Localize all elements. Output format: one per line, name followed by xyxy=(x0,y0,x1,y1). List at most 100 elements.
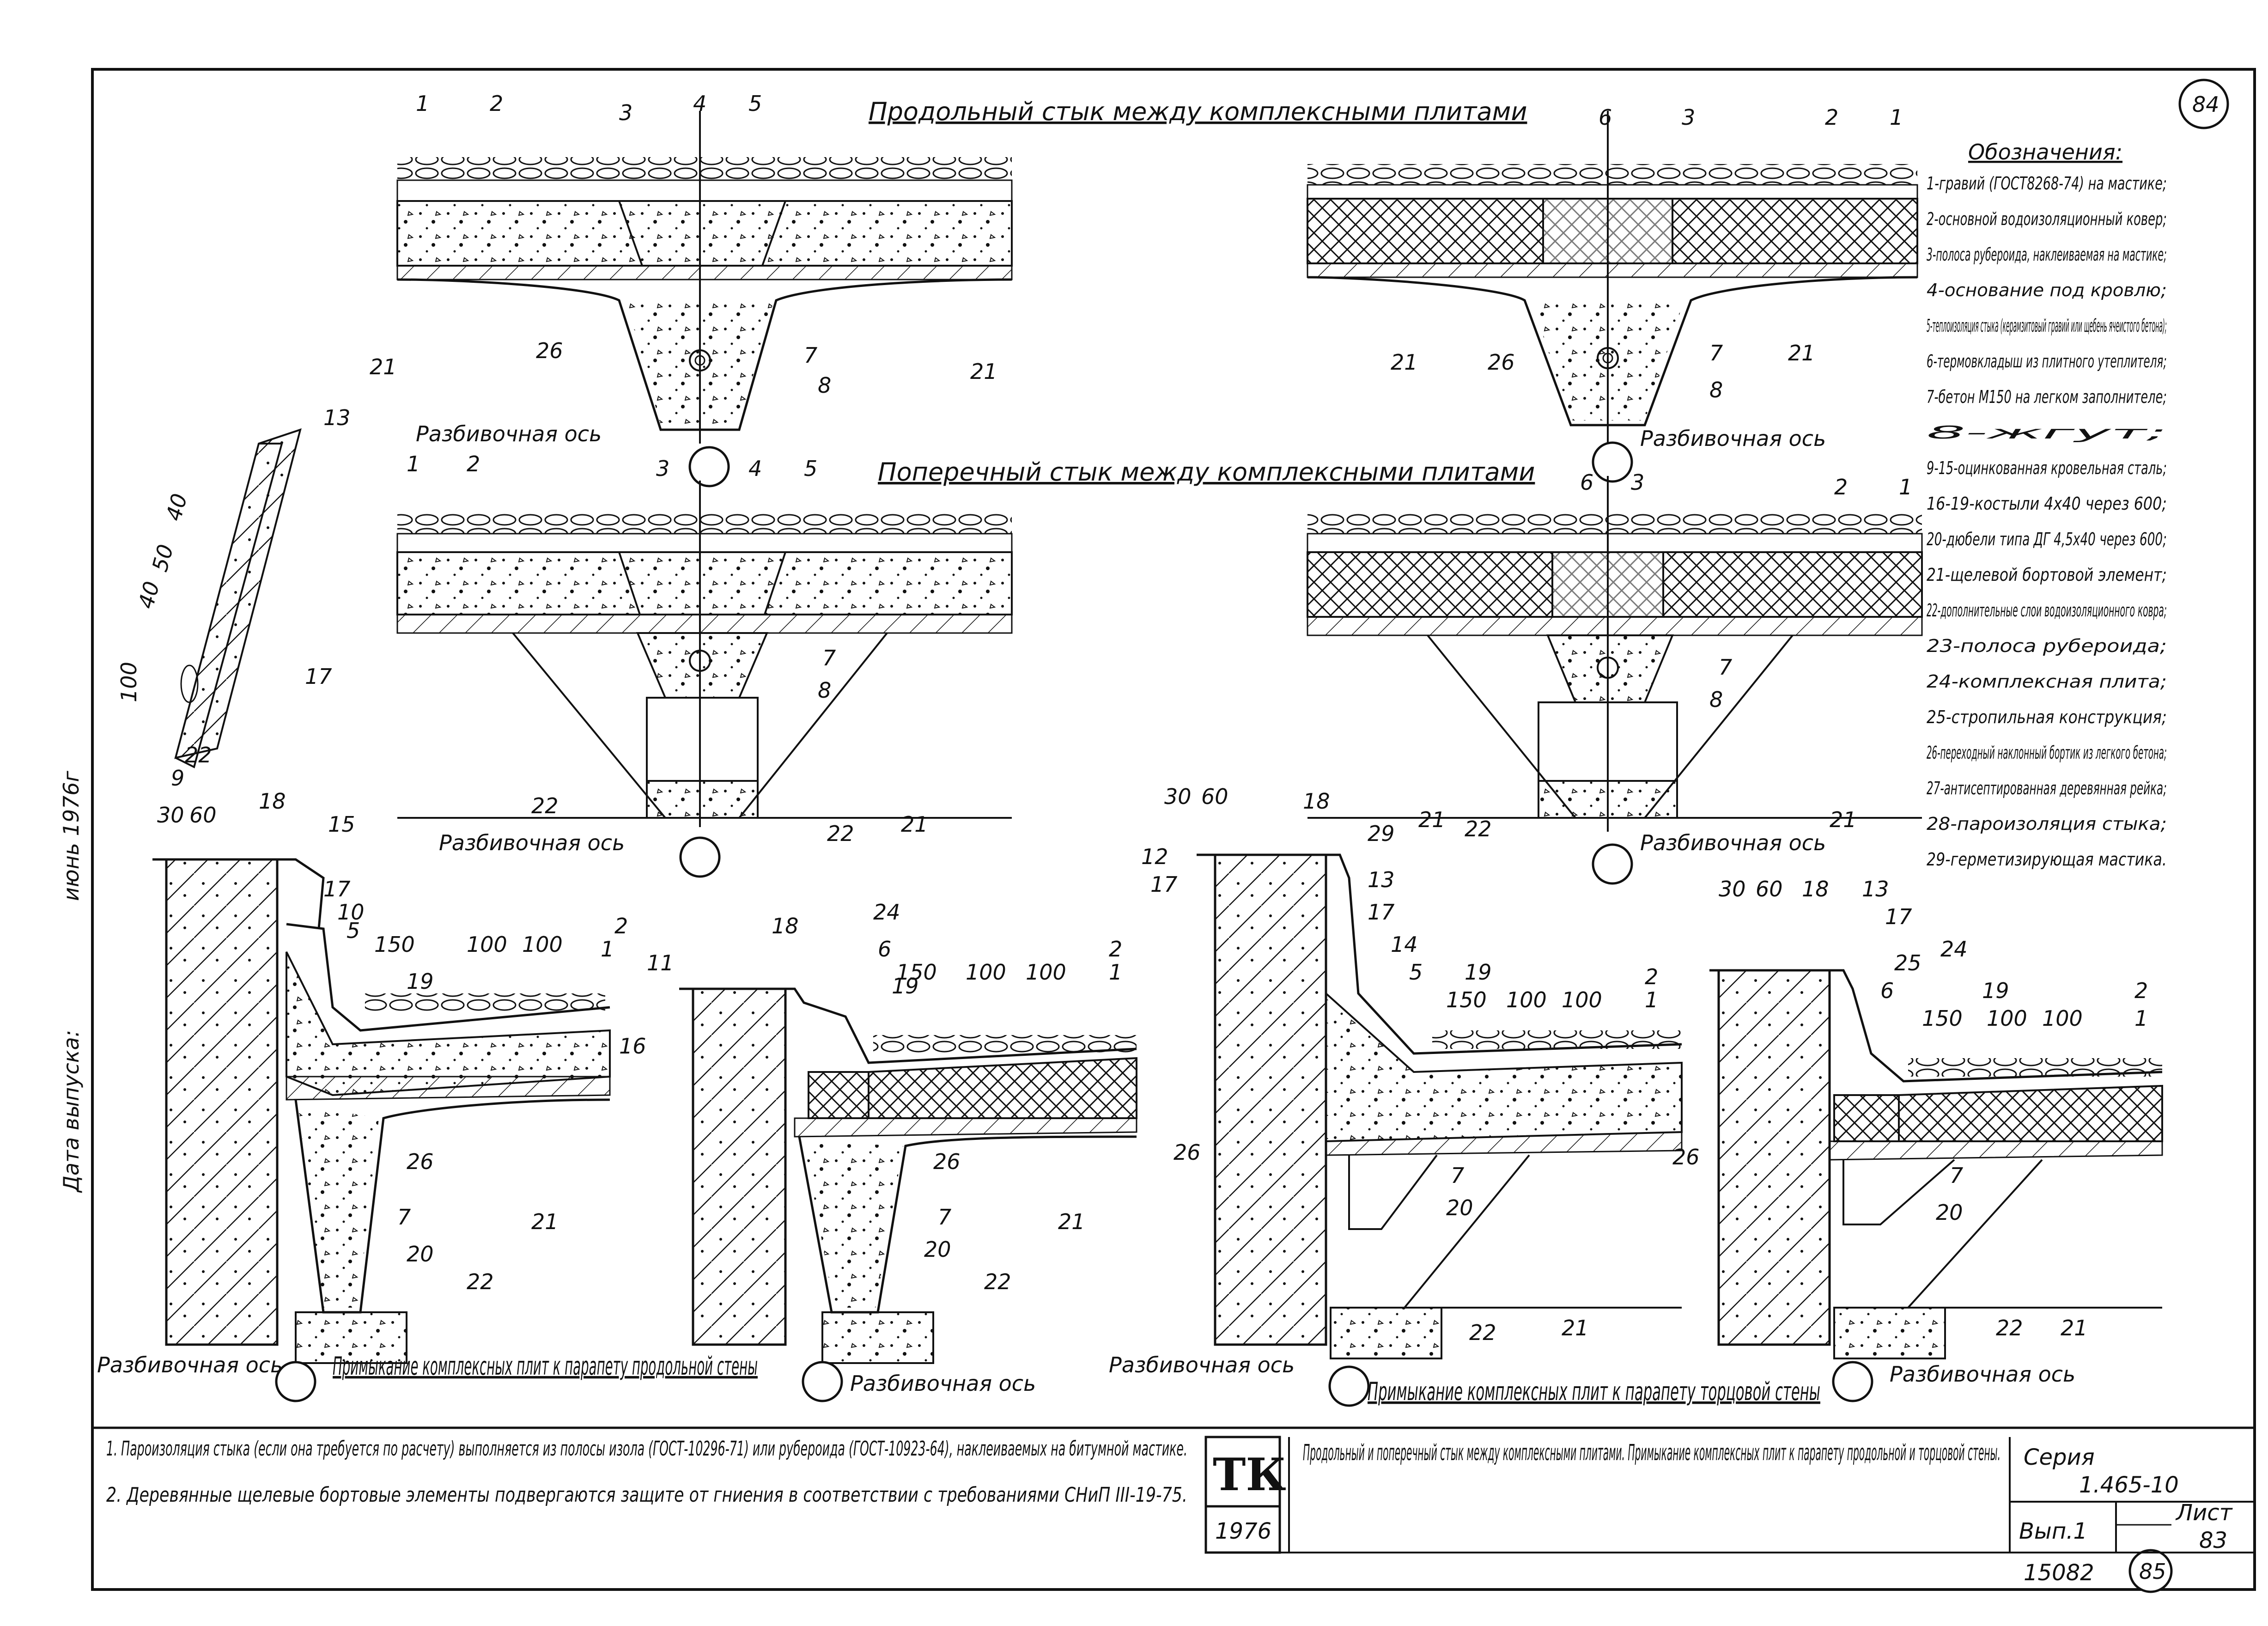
callout-25f: 22 xyxy=(984,1269,1011,1294)
parapet-detail-b xyxy=(679,987,1137,1402)
callout-7h: 7 xyxy=(1950,1163,1963,1188)
dim-100g: 100 xyxy=(1987,1006,2027,1031)
slotted-element-detail xyxy=(174,428,302,768)
legend-item: 6-термовкладыш из плитного утеплителя; xyxy=(1927,351,2167,371)
longitudinal-joint-right xyxy=(1307,111,1918,483)
legend-item: 25-стропильная конструкция; xyxy=(1927,707,2167,727)
callout-28a: 26 xyxy=(536,338,563,363)
callout-7d: 7 xyxy=(1719,655,1732,680)
dim-100h: 100 xyxy=(2042,1006,2083,1031)
callout-23a: 20 xyxy=(407,1242,434,1267)
legend-item: 2-основной водоизоляционный ковер; xyxy=(1927,209,2167,229)
title-block-logo: ТК xyxy=(1213,1449,1286,1501)
callout-6f: 6 xyxy=(1880,978,1894,1003)
dim-150c: 150 xyxy=(1446,987,1487,1012)
callout-2h: 2 xyxy=(2134,978,2148,1003)
dim-100f: 100 xyxy=(1562,987,1602,1012)
legend-item: 9-15-оцинкованная кровельная сталь; xyxy=(1927,458,2167,478)
callout-2a: 2 xyxy=(490,91,503,116)
axis-label-1: Разбивочная ось xyxy=(416,421,602,446)
callout-28e: 26 xyxy=(1174,1140,1201,1165)
callout-24k: 21 xyxy=(2061,1315,2088,1340)
callout-25e: 22 xyxy=(467,1269,494,1294)
callout-17a: 16 xyxy=(619,1034,646,1059)
callout-18a: 17 xyxy=(1150,872,1178,897)
series-value: 1.465-10 xyxy=(2079,1472,2179,1498)
callout-23b: 20 xyxy=(924,1237,951,1262)
callout-25a: 22 xyxy=(531,793,559,818)
callout-5e: 5 xyxy=(347,918,360,943)
callout-2g: 2 xyxy=(1645,964,1658,989)
dim-150a: 150 xyxy=(374,932,415,957)
callout-8d: 8 xyxy=(1709,687,1723,712)
callout-1h: 1 xyxy=(2134,1006,2148,1031)
longitudinal-joint-left xyxy=(396,111,1013,487)
callout-20a: 18 xyxy=(259,789,286,814)
page-number-top-circle xyxy=(2178,79,2229,129)
legend-item: 26-переходный наклонный бортик из легког… xyxy=(1927,743,2167,763)
parapet-detail-d xyxy=(1709,969,2163,1402)
page-number-bottom: 85 xyxy=(2139,1559,2166,1584)
callout-19a: 17 xyxy=(1885,904,1912,929)
callout-3c: 3 xyxy=(656,456,669,481)
axis-label-5: Разбивочная ось xyxy=(97,1352,283,1377)
callout-15a: 13 xyxy=(1862,877,1889,901)
callout-24g: 21 xyxy=(1830,807,1857,832)
axis-label-2: Разбивочная ось xyxy=(1640,426,1826,451)
callout-1a: 1 xyxy=(416,91,429,116)
notes: 1. Пароизоляция стыка (если она требуетс… xyxy=(106,1437,1187,1507)
parapet-detail-c xyxy=(1197,853,1683,1407)
callout-22a: 19 xyxy=(407,969,434,994)
callout-22b: 19 xyxy=(892,974,919,999)
callout-24b: 21 xyxy=(970,359,997,384)
callout-24h: 21 xyxy=(531,1209,559,1234)
callout-24j: 21 xyxy=(1562,1315,1589,1340)
callout-13a: 13 xyxy=(1368,867,1395,892)
callout-1e: 1 xyxy=(601,937,614,962)
callout-25b: 22 xyxy=(827,821,854,846)
callout-4a: 4 xyxy=(693,91,706,116)
callout-7c: 7 xyxy=(822,646,836,670)
callout-21b: 17 xyxy=(323,877,351,901)
callout-5c: 5 xyxy=(804,456,817,481)
callout-25g: 22 xyxy=(1469,1320,1496,1345)
title-parapet-end: Примыкание комплексных плит к парапету т… xyxy=(1368,1377,1820,1406)
dim-60a: 60 xyxy=(189,803,217,828)
callout-26b: 24 xyxy=(1940,937,1968,962)
legend-item: 16-19-костыли 4х40 через 600; xyxy=(1927,493,2167,514)
callout-12a: 13 xyxy=(323,405,351,430)
dim-30a: 30 xyxy=(157,803,184,828)
legend-item: 20-дюбели типа ДГ 4,5х40 через 600; xyxy=(1927,529,2167,549)
callout-20b: 18 xyxy=(772,913,799,938)
callout-10a: 10 xyxy=(337,900,365,925)
callout-21a: 17 xyxy=(305,664,332,689)
dim-40b: 40 xyxy=(133,579,164,611)
page-number-bottom-circle xyxy=(2128,1549,2173,1593)
callout-8c: 8 xyxy=(818,678,831,703)
side-stamp-date-value: июнь 1976г xyxy=(59,771,84,901)
axis-label-7: Разбивочная ось xyxy=(1109,1352,1295,1377)
callout-1f: 1 xyxy=(1109,960,1122,985)
callout-22c: 19 xyxy=(1465,960,1492,985)
callout-2e: 2 xyxy=(614,913,628,938)
callout-2b: 2 xyxy=(1825,105,1838,130)
dim-100b: 100 xyxy=(522,932,563,957)
legend-item: 4-основание под кровлю; xyxy=(1927,280,2167,300)
dimension-labels: 30 60 150 100 100 150 100 100 30 60 150 … xyxy=(116,491,2083,1031)
callout-8a: 8 xyxy=(818,373,831,398)
issue-label: Вып.1 xyxy=(2019,1518,2087,1544)
callout-27a: 25 xyxy=(1894,950,1921,975)
callout-8b: 8 xyxy=(1709,378,1723,402)
callout-29a: 29 xyxy=(1368,821,1395,846)
callout-9a: 9 xyxy=(171,766,184,791)
legend-item: 24-комплексная плита; xyxy=(1927,671,2167,692)
title-transverse: Поперечный стык между комплексными плита… xyxy=(878,457,1535,487)
legend-item: 7-бетон М150 на легком заполнителе; xyxy=(1927,387,2167,407)
series-label: Серия xyxy=(2024,1444,2095,1470)
callout-1c: 1 xyxy=(407,451,420,476)
callout-4c: 4 xyxy=(748,456,762,481)
callout-28f: 26 xyxy=(1672,1145,1700,1169)
dim-100i: 100 xyxy=(116,662,141,702)
note-2: 2. Деревянные щелевые бортовые элементы … xyxy=(106,1483,1187,1507)
callout-25h: 22 xyxy=(1996,1315,2023,1340)
